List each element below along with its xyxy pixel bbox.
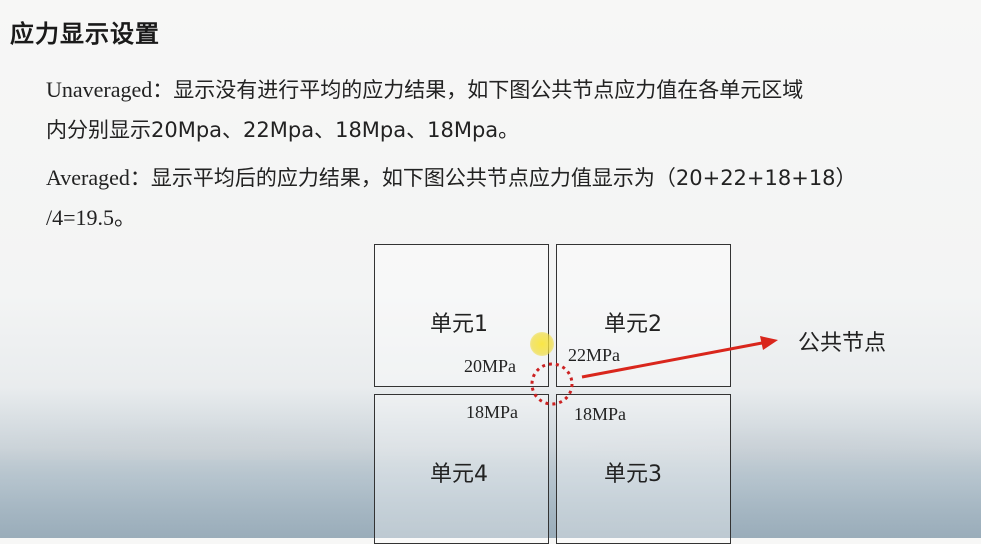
unaveraged-paragraph: Unaveraged：显示没有进行平均的应力结果，如下图公共节点应力值在各单元区… <box>46 70 956 150</box>
element-2-box <box>556 244 731 387</box>
stress-value-element-2: 22MPa <box>568 345 621 365</box>
common-node-label: 公共节点 <box>798 331 887 356</box>
averaged-paragraph: Averaged：显示平均后的应力结果，如下图公共节点应力值显示为（20+22+… <box>46 158 956 238</box>
element-4-label: 单元4 <box>430 462 488 487</box>
element-3-label: 单元3 <box>604 462 662 487</box>
unaveraged-label: Unaveraged <box>46 77 153 102</box>
element-3-box <box>556 394 731 544</box>
element-4-box <box>374 394 549 544</box>
element-2-label: 单元2 <box>604 312 662 337</box>
pointer-highlight-icon <box>530 332 554 356</box>
element-1-label: 单元1 <box>430 312 488 337</box>
stress-value-element-4: 18MPa <box>466 402 519 422</box>
averaged-label: Averaged <box>46 165 130 190</box>
background-hills <box>0 370 981 460</box>
averaged-desc-line2: /4=19.5。 <box>46 205 137 230</box>
averaged-desc-line1: ：显示平均后的应力结果，如下图公共节点应力值显示为（20+22+18+18） <box>129 166 857 190</box>
page-title: 应力显示设置 <box>10 20 160 48</box>
arrow-line <box>581 341 763 379</box>
stress-value-element-1: 20MPa <box>464 356 517 376</box>
unaveraged-desc-line1: ：显示没有进行平均的应力结果，如下图公共节点应力值在各单元区域 <box>152 78 804 102</box>
common-node-circle <box>530 362 574 406</box>
stress-value-element-3: 18MPa <box>574 404 627 424</box>
arrow-head-icon <box>760 336 778 350</box>
element-1-box <box>374 244 549 387</box>
unaveraged-desc-line2: 内分别显示20Mpa、22Mpa、18Mpa、18Mpa。 <box>46 118 520 142</box>
background-sea <box>0 448 981 538</box>
